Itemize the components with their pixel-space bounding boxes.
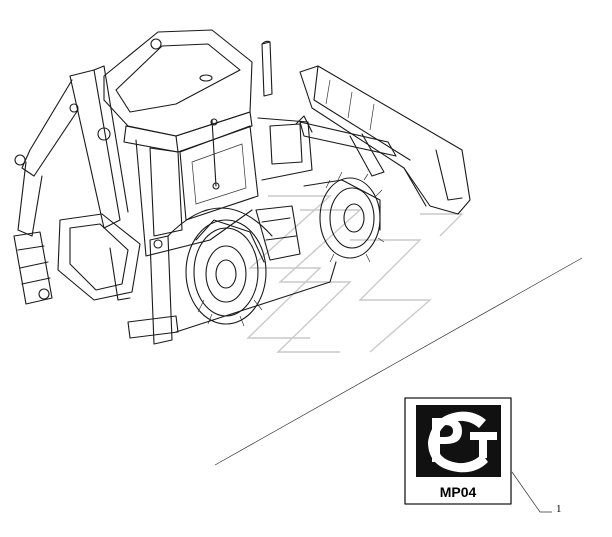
ground-line [214,257,583,466]
callout-1: 1 [511,471,562,515]
certification-plate: MP04 [404,397,512,505]
plate-code: MP04 [440,484,477,500]
watermark-logo-icon [246,195,464,353]
backhoe-loader-icon [13,29,471,345]
callout-number: 1 [556,503,562,515]
rst-certification-mark-icon [416,405,501,477]
leader-line [511,471,552,513]
